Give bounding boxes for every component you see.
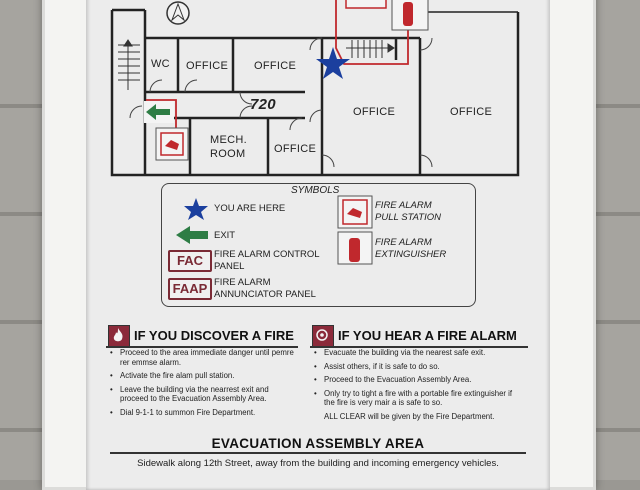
- discover-item: Activate the fire alam pull station.: [108, 371, 298, 381]
- room-mech-1: MECH.: [210, 134, 247, 146]
- legend-fac-line1: FIRE ALARM CONTROL: [214, 249, 320, 260]
- exit-arrow-plan: [146, 104, 170, 120]
- discover-item: Dial 9-1-1 to summon Fire Department.: [108, 408, 298, 418]
- legend-exit-icon: [176, 226, 208, 244]
- room-office-2: OFFICE: [254, 60, 297, 72]
- hear-list: Evacuate the building via the nearest sa…: [312, 348, 524, 426]
- legend-pull-line2: PULL STATION: [375, 212, 441, 223]
- legend-extinguisher-icon: [349, 238, 360, 262]
- room-office-1: OFFICE: [186, 60, 229, 72]
- legend-faap-line2: ANNUNCIATOR PANEL: [214, 289, 316, 300]
- assembly-underline: [110, 452, 526, 454]
- legend-fac-line2: PANEL: [214, 261, 245, 272]
- hear-item: Assist others, if it is safe to do so.: [312, 362, 524, 372]
- room-office-4: OFFICE: [353, 106, 396, 118]
- legend-exit: EXIT: [214, 230, 236, 241]
- symbols-legend: [161, 183, 476, 307]
- hear-item: Proceed to the Evacuation Assembly Area.: [312, 375, 524, 385]
- fac-badge: FAC: [168, 250, 212, 272]
- legend-title: SYMBOLS: [291, 185, 340, 196]
- discover-item: Leave the building via the nearrest exit…: [108, 385, 298, 404]
- legend-ext-line1: FIRE ALARM: [375, 237, 432, 248]
- legend-you-are-here: YOU ARE HERE: [214, 203, 286, 214]
- you-are-here-star: [316, 47, 350, 79]
- hear-all-clear: ALL CLEAR will be given by the Fire Depa…: [324, 411, 495, 421]
- room-office-5: OFFICE: [450, 106, 493, 118]
- assembly-title: EVACUATION ASSEMBLY AREA: [211, 436, 425, 451]
- hear-heading: IF YOU HEAR A FIRE ALARM: [338, 328, 517, 343]
- legend-pull-line1: FIRE ALARM: [375, 200, 432, 211]
- bell-glyph-icon: [316, 329, 328, 341]
- legend-star-icon: [184, 198, 208, 220]
- floor-plan: [110, 0, 520, 265]
- discover-list: Proceed to the area immediate danger unt…: [108, 348, 298, 422]
- discover-heading: IF YOU DISCOVER A FIRE: [134, 328, 294, 343]
- room-mech-2: ROOM: [210, 148, 246, 160]
- faap-badge: FAAP: [168, 278, 212, 300]
- room-wc: WC: [151, 58, 170, 70]
- flame-glyph-icon: [113, 328, 123, 342]
- discover-underline: [106, 346, 298, 348]
- fac-panel-icon: [345, 0, 387, 9]
- discover-item: Proceed to the area immediate danger unt…: [108, 348, 298, 367]
- room-office-3: OFFICE: [274, 143, 317, 155]
- hear-item: Only try to tight a fire with a portable…: [312, 389, 524, 408]
- assembly-detail: Sidewalk along 12th Street, away from th…: [137, 458, 499, 469]
- hear-underline: [310, 346, 528, 348]
- hear-item: Evacuate the building via the nearest sa…: [312, 348, 524, 358]
- room-number: 720: [250, 96, 276, 113]
- legend-ext-line2: EXTINGUISHER: [375, 249, 447, 260]
- legend-faap-line1: FIRE ALARM: [214, 277, 271, 288]
